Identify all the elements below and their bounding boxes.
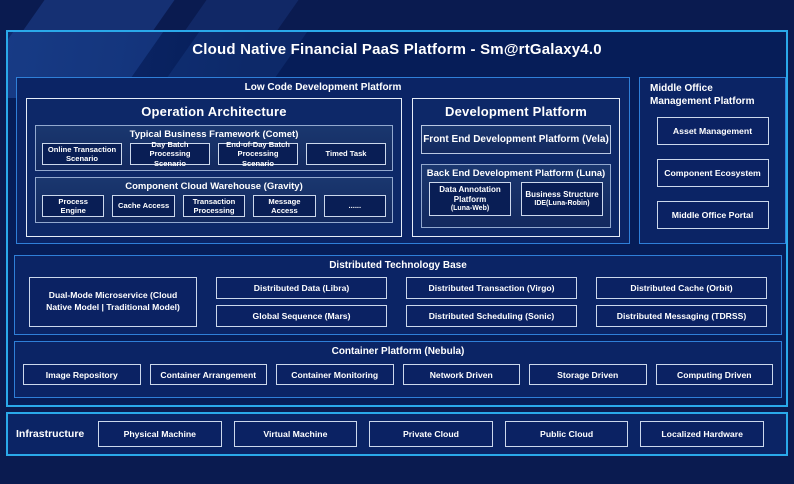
box-dual-mode-microservice: Dual-Mode Microservice (Cloud Native Mod… bbox=[29, 277, 197, 327]
deco-stripe bbox=[23, 0, 175, 30]
deco-stripe bbox=[185, 0, 299, 30]
box-line2: IDE(Luna-Robin) bbox=[534, 199, 590, 207]
distributed-column: Distributed Data (Libra) Global Sequence… bbox=[216, 277, 387, 327]
box-end-of-day-batch-processing-scenario: End-of-Day Batch Processing Scenario bbox=[218, 140, 298, 168]
box-distributed-messaging-tdrss: Distributed Messaging (TDRSS) bbox=[596, 305, 767, 327]
box-distributed-scheduling-sonic: Distributed Scheduling (Sonic) bbox=[406, 305, 577, 327]
box-storage-driven: Storage Driven bbox=[529, 364, 647, 385]
section-label: Container Platform (Nebula) bbox=[331, 346, 465, 357]
box-container-arrangement: Container Arrangement bbox=[149, 364, 267, 385]
box-message-access: Message Access bbox=[253, 195, 316, 217]
group-back-end-development-platform-luna: Back End Development Platform (Luna) Dat… bbox=[421, 164, 611, 228]
section-label: Distributed Technology Base bbox=[329, 260, 467, 271]
section-low-code-development-platform: Low Code Development Platform Operation … bbox=[16, 77, 630, 244]
box-asset-management: Asset Management bbox=[656, 117, 769, 145]
group-label: Back End Development Platform (Luna) bbox=[426, 168, 606, 179]
panel-title: Operation Architecture bbox=[141, 104, 287, 119]
leaf-row: Online Transaction Scenario Day Batch Pr… bbox=[36, 140, 392, 170]
box-component-ecosystem: Component Ecosystem bbox=[656, 159, 769, 187]
section-infrastructure: Infrastructure Physical Machine Virtual … bbox=[6, 412, 788, 456]
panel-title: Development Platform bbox=[445, 104, 587, 119]
box-image-repository: Image Repository bbox=[23, 364, 141, 385]
box-timed-task: Timed Task bbox=[306, 143, 386, 165]
box-distributed-cache-orbit: Distributed Cache (Orbit) bbox=[596, 277, 767, 299]
panel-development-platform: Development Platform Front End Developme… bbox=[412, 98, 620, 237]
box-container-monitoring: Container Monitoring bbox=[276, 364, 394, 385]
panel-operation-architecture: Operation Architecture Typical Business … bbox=[26, 98, 402, 237]
box-global-sequence-mars: Global Sequence (Mars) bbox=[216, 305, 387, 327]
group-label: Typical Business Framework (Comet) bbox=[129, 129, 299, 140]
section-middle-office-management-platform: Middle Office Management Platform Asset … bbox=[639, 77, 786, 244]
leaf-row: Process Engine Cache Access Transaction … bbox=[36, 192, 392, 222]
box-day-batch-processing-scenario: Day Batch Processing Scenario bbox=[130, 140, 210, 168]
box-middle-office-portal: Middle Office Portal bbox=[656, 201, 769, 229]
distributed-column: Distributed Cache (Orbit) Distributed Me… bbox=[596, 277, 767, 327]
box-business-structure-ide-luna-robin: Business Structure IDE(Luna-Robin) bbox=[521, 182, 603, 216]
container-platform-row: Image Repository Container Arrangement C… bbox=[23, 364, 773, 385]
section-distributed-technology-base: Distributed Technology Base Dual-Mode Mi… bbox=[14, 255, 782, 335]
box-front-end-development-platform-vela: Front End Development Platform (Vela) bbox=[421, 125, 611, 154]
box-data-annotation-platform-luna-web: Data Annotation Platform (Luna-Web) bbox=[429, 182, 511, 216]
box-transaction-processing: Transaction Processing bbox=[182, 195, 246, 217]
section-label: Low Code Development Platform bbox=[244, 82, 402, 93]
box-localized-hardware: Localized Hardware bbox=[640, 421, 764, 447]
box-computing-driven: Computing Driven bbox=[655, 364, 773, 385]
box-distributed-data-libra: Distributed Data (Libra) bbox=[216, 277, 387, 299]
page-title: Cloud Native Financial PaaS Platform - S… bbox=[192, 41, 602, 58]
section-label: Middle Office Management Platform bbox=[650, 83, 755, 107]
distributed-row: Dual-Mode Microservice (Cloud Native Mod… bbox=[29, 277, 767, 327]
box-online-transaction-scenario: Online Transaction Scenario bbox=[42, 143, 122, 165]
leaf-row: Data Annotation Platform (Luna-Web) Busi… bbox=[422, 179, 610, 222]
box-line2: (Luna-Web) bbox=[450, 204, 490, 212]
box-cache-access: Cache Access bbox=[112, 195, 175, 217]
box-distributed-transaction-virgo: Distributed Transaction (Virgo) bbox=[406, 277, 577, 299]
box-virtual-machine: Virtual Machine bbox=[233, 421, 358, 447]
main-container: Cloud Native Financial PaaS Platform - S… bbox=[6, 30, 788, 407]
distributed-column: Distributed Transaction (Virgo) Distribu… bbox=[406, 277, 577, 327]
low-code-row: Operation Architecture Typical Business … bbox=[26, 98, 620, 237]
group-typical-business-framework: Typical Business Framework (Comet) Onlin… bbox=[35, 125, 393, 171]
section-label: Infrastructure bbox=[16, 428, 85, 440]
box-physical-machine: Physical Machine bbox=[98, 421, 222, 447]
section-container-platform-nebula: Container Platform (Nebula) Image Reposi… bbox=[14, 341, 782, 398]
group-label: Component Cloud Warehouse (Gravity) bbox=[125, 181, 303, 192]
group-component-cloud-warehouse: Component Cloud Warehouse (Gravity) Proc… bbox=[35, 177, 393, 223]
box-process-engine: Process Engine bbox=[42, 195, 105, 217]
box-line1: Data Annotation Platform bbox=[439, 184, 501, 204]
box-ellipsis-more: ...... bbox=[323, 195, 387, 217]
box-public-cloud: Public Cloud bbox=[504, 421, 629, 447]
box-line1: Business Structure bbox=[525, 189, 599, 199]
box-private-cloud: Private Cloud bbox=[369, 421, 493, 447]
box-network-driven: Network Driven bbox=[402, 364, 520, 385]
